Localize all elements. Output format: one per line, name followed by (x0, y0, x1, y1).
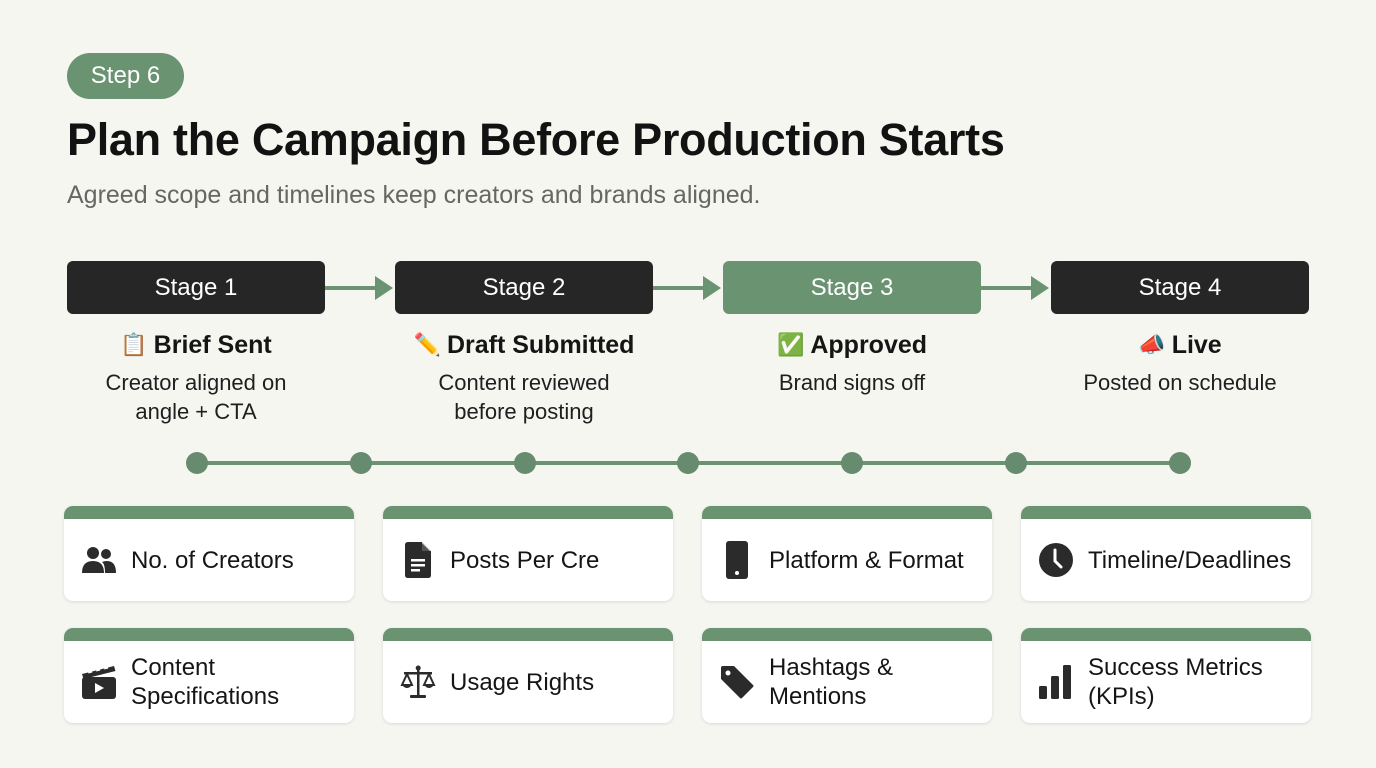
card-platform: Platform & Format (702, 506, 992, 601)
page-subtitle: Agreed scope and timelines keep creators… (67, 181, 761, 209)
stage-desc: Brand signs off (778, 370, 926, 395)
card-label: Timeline/Deadlines (1088, 546, 1292, 574)
timeline-dot (1005, 452, 1027, 474)
stage-4-caption: 📣Live Posted on schedule (1051, 328, 1309, 397)
timeline-dot (677, 452, 699, 474)
stage-title: Brief Sent (153, 330, 272, 359)
card-posts: Posts Per Cre (383, 506, 673, 601)
card-hashtags: Hashtags &Mentions (702, 628, 992, 723)
stage-4-box: Stage 4 (1051, 261, 1309, 314)
card-label: Hashtags &Mentions (769, 654, 894, 710)
timeline-dot (841, 452, 863, 474)
timeline-dot (514, 452, 536, 474)
phone-icon (719, 541, 755, 579)
stage-1-box: Stage 1 (67, 261, 325, 314)
clapperboard-icon (81, 664, 117, 700)
card-creators: No. of Creators (64, 506, 354, 601)
card-label: Usage Rights (450, 668, 595, 696)
card-label: No. of Creators (131, 546, 294, 574)
stage-desc: Content reviewed (438, 370, 610, 395)
tag-icon (719, 664, 755, 700)
card-label: Posts Per Cre (450, 546, 600, 574)
stage-3-caption: ✅Approved Brand signs off (723, 328, 981, 397)
card-label: Platform & Format (769, 546, 964, 574)
check-mark-icon: ✅ (776, 332, 805, 358)
stage-title: Live (1171, 330, 1222, 359)
megaphone-icon: 📣 (1138, 332, 1166, 358)
scales-icon (400, 664, 436, 700)
arrow-right-icon (981, 276, 1049, 300)
stage-desc: before posting (454, 399, 594, 424)
stage-desc: angle + CTA (135, 399, 257, 424)
stage-desc: Creator aligned on (105, 370, 287, 395)
step-badge: Step 6 (67, 53, 184, 99)
stage-2-box: Stage 2 (395, 261, 653, 314)
card-label: Success Metrics(KPIs) (1088, 654, 1263, 710)
arrow-right-icon (325, 276, 393, 300)
timeline-dot (186, 452, 208, 474)
card-usage-rights: Usage Rights (383, 628, 673, 723)
progress-timeline (185, 450, 1195, 476)
pencil-icon: ✏️ (413, 332, 441, 358)
card-success-metrics: Success Metrics(KPIs) (1021, 628, 1311, 723)
stage-title: Approved (810, 330, 928, 359)
document-icon (400, 542, 436, 578)
stage-2-caption: ✏️Draft Submitted Content reviewed before… (395, 328, 653, 426)
people-icon (81, 542, 117, 578)
stage-title: Draft Submitted (446, 330, 635, 359)
card-timeline: Timeline/Deadlines (1021, 506, 1311, 601)
clipboard-icon: 📋 (120, 332, 148, 358)
clock-icon (1038, 542, 1074, 578)
stage-3-box: Stage 3 (723, 261, 981, 314)
stage-1-caption: 📋Brief Sent Creator aligned on angle + CT… (67, 328, 325, 426)
page-title: Plan the Campaign Before Production Star… (67, 114, 1005, 165)
stage-desc: Posted on schedule (1083, 370, 1277, 395)
bar-chart-icon (1038, 664, 1074, 700)
timeline-dot (1169, 452, 1191, 474)
timeline-dot (350, 452, 372, 474)
arrow-right-icon (653, 276, 721, 300)
